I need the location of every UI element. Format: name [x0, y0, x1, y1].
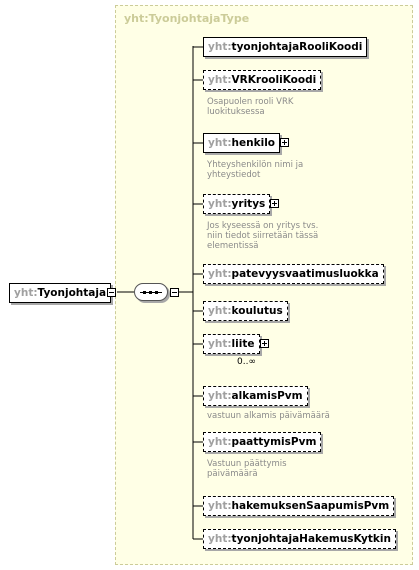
sequence-icon: [140, 291, 162, 294]
collapse-icon[interactable]: [107, 288, 116, 297]
root-name: Tyonjohtaja: [37, 287, 107, 299]
root-prefix: yht:: [14, 287, 38, 299]
expand-liite-icon[interactable]: [260, 339, 269, 348]
element-alkamisPvm[interactable]: yht:alkamisPvm: [203, 386, 308, 406]
element-paattymisPvm[interactable]: yht:paattymisPvm: [203, 432, 322, 452]
doc-VRKrooliKoodi: Osapuolen rooli VRK luokituksessa: [207, 97, 294, 117]
element-koulutus[interactable]: yht:koulutus: [203, 301, 288, 321]
element-patevyysvaatimusluokka[interactable]: yht:patevyysvaatimusluokka: [203, 264, 384, 284]
doc-paattymisPvm: Vastuun päättymis päivämäärä: [207, 459, 287, 479]
doc-henkilo: Yhteyshenkilön nimi ja yhteystiedot: [207, 160, 304, 180]
expand-henkilo-icon[interactable]: [280, 138, 289, 147]
element-tyonjohtajaHakemusKytkin[interactable]: yht:tyonjohtajaHakemusKytkin: [203, 529, 396, 549]
expand-yritys-icon[interactable]: [270, 199, 279, 208]
element-hakemuksenSaapumisPvm[interactable]: yht:hakemuksenSaapumisPvm: [203, 496, 395, 516]
root-element-node[interactable]: yht:Tyonjohtaja: [9, 283, 112, 303]
element-henkilo[interactable]: yht:henkilo: [203, 133, 281, 153]
sequence-compositor[interactable]: [134, 283, 168, 301]
sequence-collapse-icon[interactable]: [170, 288, 179, 297]
doc-alkamisPvm: vastuun alkamis päivämäärä: [207, 411, 330, 421]
element-liite[interactable]: yht:liite: [203, 334, 260, 354]
type-title: yht:TyonjohtajaType: [124, 12, 250, 25]
element-VRKrooliKoodi[interactable]: yht:VRKrooliKoodi: [203, 70, 322, 90]
cardinality-liite: 0..∞: [237, 357, 256, 367]
element-yritys[interactable]: yht:yritys: [203, 194, 271, 214]
doc-yritys: Jos kyseessä on yritys tvs. niin tiedot …: [207, 221, 319, 251]
element-tyonjohtajaRooliKoodi[interactable]: yht:tyonjohtajaRooliKoodi: [203, 37, 368, 57]
